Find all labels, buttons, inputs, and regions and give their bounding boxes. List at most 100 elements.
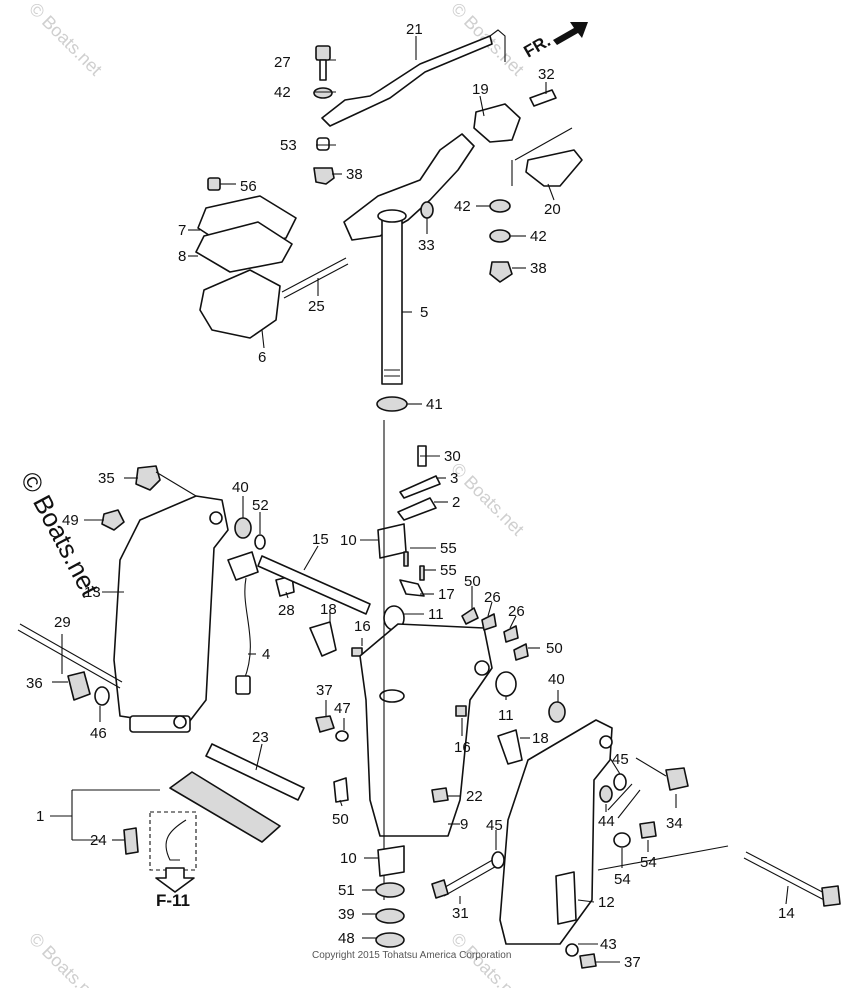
watermark-bottom-left: © Boats.net <box>25 929 106 988</box>
part-19-bracket <box>473 103 521 143</box>
part-37-nut-right <box>579 953 597 969</box>
part-23-tube <box>205 743 305 801</box>
callout-56: 56 <box>240 178 257 195</box>
callout-10-upper: 10 <box>340 532 357 549</box>
callout-2: 2 <box>452 494 460 511</box>
part-55-pin-a <box>403 551 409 567</box>
part-37-nut-left <box>315 715 335 733</box>
callout-19: 19 <box>472 81 489 98</box>
part-34-nut <box>665 767 689 791</box>
part-46-washer <box>94 686 110 706</box>
part-17-lever <box>399 579 425 597</box>
f11-reference-arrow-icon <box>155 867 195 893</box>
callout-34: 34 <box>666 815 683 832</box>
callout-11-upper: 11 <box>428 606 444 623</box>
callout-52: 52 <box>252 497 269 514</box>
callout-50-bottom: 50 <box>332 811 349 828</box>
part-14-through-bolt <box>743 851 831 903</box>
callout-10-lower: 10 <box>340 850 357 867</box>
part-56-bolt <box>207 177 221 191</box>
part-42-washer-mid <box>489 199 511 213</box>
part-2-friction-plate <box>397 497 437 521</box>
parts <box>17 29 841 969</box>
part-47-washer <box>335 730 349 742</box>
part-45-washer-a <box>613 773 627 791</box>
part-38-nut-top <box>313 167 335 185</box>
callout-18-right: 18 <box>532 730 549 747</box>
part-50-bolt-top <box>461 607 479 625</box>
part-16-bolt-left <box>351 647 363 657</box>
callout-46: 46 <box>90 725 107 742</box>
part-18-lever-right <box>497 729 523 765</box>
part-9-swivel-bracket <box>359 623 493 837</box>
callout-35: 35 <box>98 470 115 487</box>
part-27-bolt <box>315 45 331 81</box>
callout-36: 36 <box>26 675 43 692</box>
callout-37-left: 37 <box>316 682 333 699</box>
callout-27: 27 <box>274 54 291 71</box>
callout-37-right: 37 <box>624 954 641 971</box>
part-18-lever-left <box>309 621 337 657</box>
part-13-clamp-bracket-left <box>113 495 229 727</box>
callout-28: 28 <box>278 602 295 619</box>
callout-42-mid: 42 <box>454 198 471 215</box>
part-12-clamp-bracket-right <box>499 719 613 945</box>
callout-3: 3 <box>450 470 458 487</box>
callout-21: 21 <box>406 21 423 38</box>
callout-55-lower: 55 <box>440 562 457 579</box>
forward-direction-indicator: FR. <box>521 22 588 61</box>
part-15-tilt-tube <box>257 555 371 615</box>
part-52-washer <box>254 534 266 550</box>
callout-25: 25 <box>308 298 325 315</box>
callout-16-left: 16 <box>354 618 371 635</box>
callout-38-right: 38 <box>530 260 547 277</box>
watermark-left-dark: © Boats.net <box>15 467 106 602</box>
fr-label: FR. <box>521 31 554 61</box>
callout-13: 13 <box>84 584 101 601</box>
part-16-bolt-right <box>455 705 467 717</box>
part-45-washer-b <box>491 851 505 869</box>
leader-lines <box>50 36 789 963</box>
part-44-washer <box>599 785 613 803</box>
callout-38-top: 38 <box>346 166 363 183</box>
callout-41: 41 <box>426 396 443 413</box>
part-39-washer <box>375 908 405 924</box>
part-48-cap <box>375 932 405 948</box>
callout-32: 32 <box>538 66 555 83</box>
part-35-nut <box>135 465 161 491</box>
watermark-top-left: © Boats.net <box>25 0 106 80</box>
part-32-bolt <box>529 89 557 107</box>
part-1-plate <box>169 771 281 843</box>
callout-26-b: 26 <box>508 603 525 620</box>
callout-14: 14 <box>778 905 795 922</box>
part-4-tilt-switch <box>227 551 259 581</box>
callout-40-right: 40 <box>548 671 565 688</box>
part-10-bushing-lower <box>377 845 405 877</box>
part-43-washer <box>565 943 579 957</box>
part-10-bushing-upper <box>377 523 407 559</box>
callout-44: 44 <box>598 813 615 830</box>
callout-54-left: 54 <box>614 871 631 888</box>
callout-45-upper: 45 <box>612 751 629 768</box>
part-26-bolt-b <box>503 625 519 643</box>
callout-42-low: 42 <box>530 228 547 245</box>
callout-18-left: 18 <box>320 601 337 618</box>
callout-30: 30 <box>444 448 461 465</box>
part-40-washer-right <box>548 701 566 723</box>
callout-50-top: 50 <box>464 573 481 590</box>
callout-1: 1 <box>36 808 44 825</box>
callout-7: 7 <box>178 222 186 239</box>
callout-53: 53 <box>280 137 297 154</box>
callout-45-lower: 45 <box>486 817 503 834</box>
part-24-bolt <box>123 827 139 855</box>
part-53-collar <box>316 137 330 151</box>
callout-23: 23 <box>252 729 269 746</box>
callout-15: 15 <box>312 531 329 548</box>
callout-42-top: 42 <box>274 84 291 101</box>
part-38-nut-right <box>489 261 513 283</box>
callout-48: 48 <box>338 930 355 947</box>
callout-11-lower: 11 <box>498 707 514 724</box>
callout-49: 49 <box>62 512 79 529</box>
callout-22: 22 <box>466 788 483 805</box>
